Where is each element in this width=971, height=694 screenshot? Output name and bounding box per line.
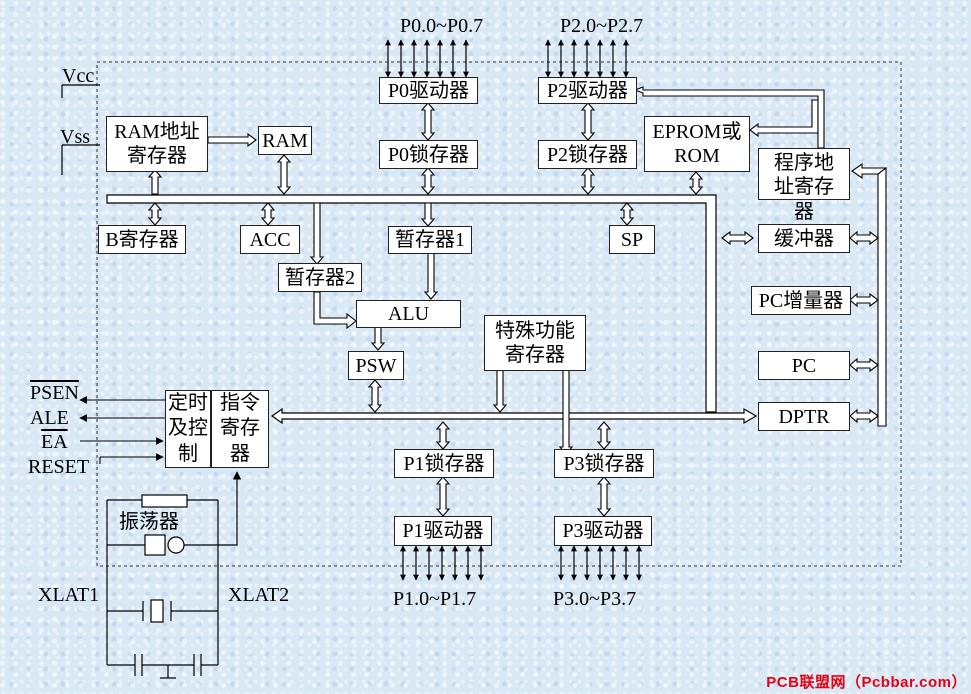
watermark: PCB联盟网（Pcbbar.com） xyxy=(766,674,967,691)
power-lines xyxy=(61,84,100,175)
p3-driver: P3驱动器 xyxy=(554,516,652,546)
ale-label: ALE xyxy=(30,407,69,429)
chip-boundary xyxy=(96,61,902,567)
vss-label: Vss xyxy=(60,126,91,148)
p3-pins-label: P3.0~P3.7 xyxy=(553,588,637,610)
ea-label: EA xyxy=(41,431,68,453)
flow-arrows xyxy=(147,132,439,351)
ram: RAM xyxy=(258,126,312,155)
xlat2-label: XLAT2 xyxy=(228,584,290,606)
b-register: B寄存器 xyxy=(98,225,186,254)
p2-pin-arrows xyxy=(545,39,629,78)
p2-pins-label: P2.0~P2.7 xyxy=(560,15,644,37)
instruction-register: 指令寄存器 xyxy=(211,390,269,468)
dptr: DPTR xyxy=(758,402,850,431)
psen-label: PSEN xyxy=(30,382,79,404)
sp: SP xyxy=(609,225,655,254)
reset-label: RESET xyxy=(28,456,90,478)
p2-driver: P2驱动器 xyxy=(538,77,637,104)
p2-latch: P2锁存器 xyxy=(538,140,637,169)
oscillator-label: 振荡器 xyxy=(119,511,179,533)
p3-latch: P3锁存器 xyxy=(554,449,654,478)
control-signal-arrows xyxy=(79,396,165,464)
p0-latch: P0锁存器 xyxy=(379,140,478,169)
vcc-label: Vcc xyxy=(62,65,95,87)
psw: PSW xyxy=(348,351,404,380)
p1-latch: P1锁存器 xyxy=(394,449,494,478)
program-address-register: 程序地址寄存器 xyxy=(758,148,850,223)
p3-pin-arrows xyxy=(558,545,642,581)
timing-and-control: 定时及控制 xyxy=(165,390,211,468)
ram-address-register: RAM地址寄存器 xyxy=(106,116,208,172)
p0-pins-label: P0.0~P0.7 xyxy=(400,15,484,37)
alu: ALU xyxy=(356,300,461,328)
buffer: 缓冲器 xyxy=(758,224,850,253)
p0-driver: P0驱动器 xyxy=(379,77,478,104)
p1-driver: P1驱动器 xyxy=(394,516,492,546)
special-function-registers: 特殊功能寄存器 xyxy=(484,315,586,371)
upper-bus xyxy=(106,194,717,413)
temp-register-2: 暂存器2 xyxy=(278,263,362,292)
eprom-rom: EPROM或ROM xyxy=(644,116,750,172)
temp-register-1: 暂存器1 xyxy=(388,226,472,254)
xlat1-label: XLAT1 xyxy=(38,584,100,606)
p1-pins-label: P1.0~P1.7 xyxy=(393,588,477,610)
address-path xyxy=(633,86,888,427)
lower-bus xyxy=(270,407,758,425)
pc: PC xyxy=(758,351,850,380)
acc: ACC xyxy=(240,225,300,254)
oscillator-circuit xyxy=(106,471,242,679)
p1-pin-arrows xyxy=(400,545,484,581)
p0-pin-arrows xyxy=(385,39,469,78)
pc-incrementer: PC增量器 xyxy=(751,286,851,315)
